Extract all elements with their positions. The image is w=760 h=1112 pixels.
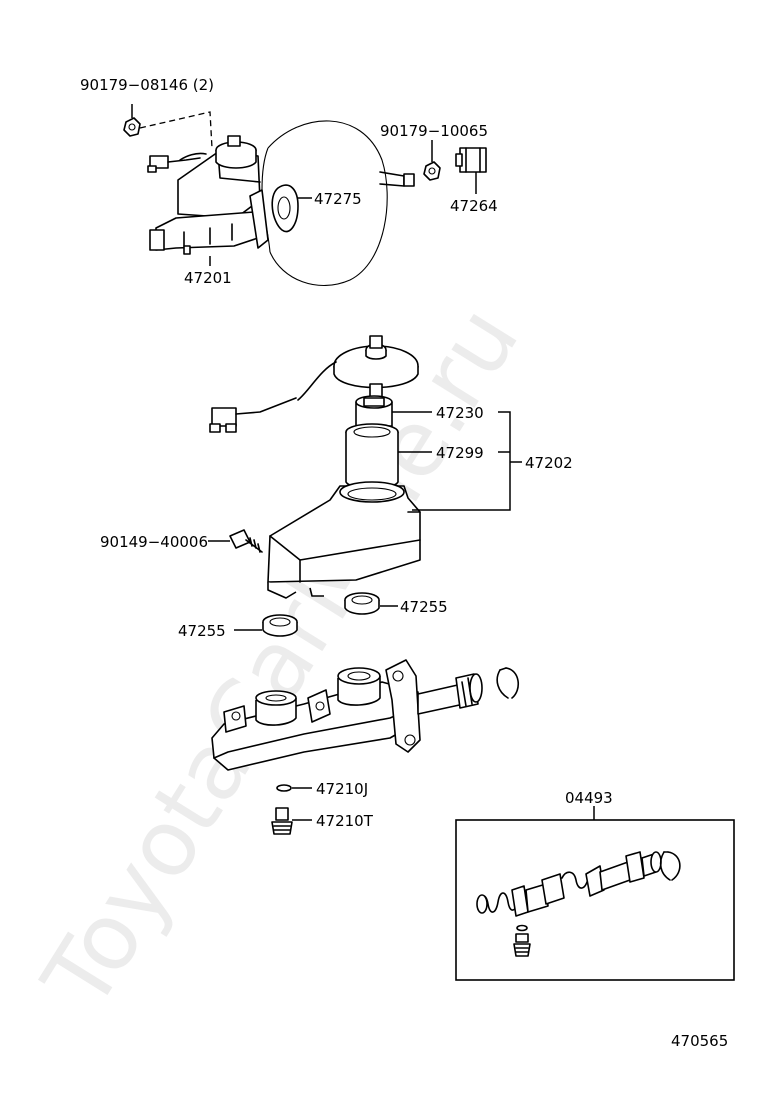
snap-ring-icon <box>496 667 519 699</box>
clip-icon <box>455 147 487 173</box>
gasket-icon <box>271 184 299 233</box>
dashed-leader-90179-08146 <box>139 111 213 149</box>
snap-ring-icon <box>659 851 681 881</box>
label-90179-10065: 90179−10065 <box>380 122 488 140</box>
label-04493: 04493 <box>565 789 613 807</box>
reservoir-body-47202 <box>267 481 421 599</box>
label-47299: 47299 <box>436 444 484 462</box>
label-47201: 47201 <box>184 269 232 287</box>
label-47230: 47230 <box>436 404 484 422</box>
connector-icon <box>147 155 201 173</box>
nut-icon <box>423 161 441 181</box>
label-90149-40006: 90149−40006 <box>100 533 208 551</box>
label-47275: 47275 <box>314 190 362 208</box>
watermark: ToyotaCarMine.ru <box>22 288 539 1027</box>
label-47210T: 47210T <box>316 812 374 830</box>
label-47264: 47264 <box>450 197 498 215</box>
kit-bleeder-icon <box>513 924 531 957</box>
strainer-47299 <box>345 423 399 489</box>
piston-kit <box>476 851 662 917</box>
grommet-icon <box>344 592 380 615</box>
bleeder-plug-icon <box>271 807 293 835</box>
figure-number: 470565 <box>671 1032 728 1050</box>
grommet-icon <box>262 614 298 637</box>
master-cylinder-assembly-top <box>149 135 269 255</box>
kit-box-04493 <box>455 819 735 981</box>
reservoir-cap <box>297 335 419 401</box>
nut-icon <box>123 117 141 137</box>
connector-icon <box>209 397 297 433</box>
float-47230 <box>355 395 393 427</box>
label-47255-left: 47255 <box>178 622 226 640</box>
master-cylinder-body <box>211 659 483 771</box>
o-ring-icon <box>276 784 292 792</box>
label-47210J: 47210J <box>316 780 368 798</box>
label-90179-08146: 90179−08146 (2) <box>80 76 214 94</box>
label-47255-right: 47255 <box>400 598 448 616</box>
label-47202: 47202 <box>525 454 573 472</box>
bolt-icon <box>229 529 263 553</box>
